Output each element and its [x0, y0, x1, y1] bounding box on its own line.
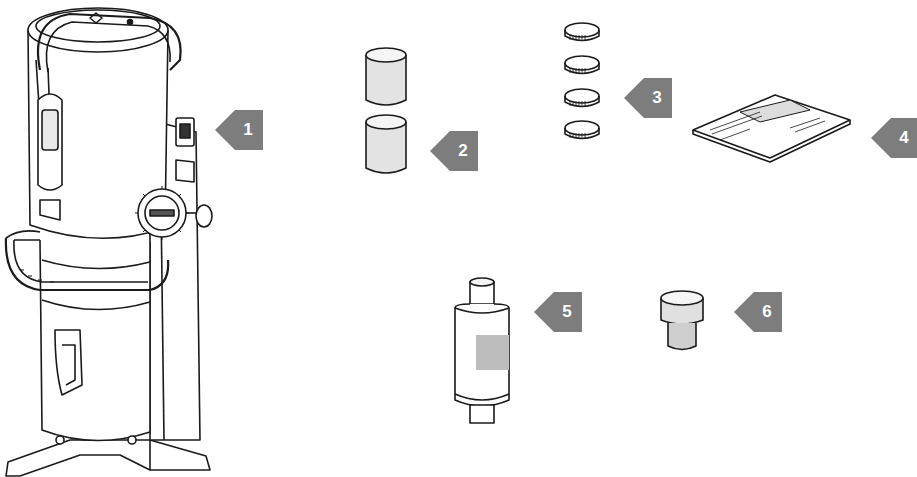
- clamp-screw: [570, 68, 585, 73]
- callout-shape: [430, 131, 478, 171]
- hose-clamps: [565, 23, 599, 139]
- callout-number: 2: [448, 131, 478, 171]
- callout-shape: [534, 292, 582, 332]
- clamp-band: [565, 89, 599, 103]
- callout-arrow: 6: [734, 292, 782, 332]
- callout-number: 1: [233, 110, 263, 150]
- user-manual: [693, 95, 850, 162]
- clamp-screw: [570, 35, 585, 40]
- callout-shape: [871, 118, 917, 158]
- callout-arrow: 2: [430, 131, 478, 171]
- callout-arrow: 5: [534, 292, 582, 332]
- clamp-band: [565, 63, 599, 74]
- callout-shape: [215, 110, 263, 150]
- callout-shape: [534, 292, 582, 332]
- clamp-band: [565, 128, 599, 139]
- muffler: [455, 278, 509, 423]
- callout-number: 4: [889, 118, 917, 158]
- adapter-fitting: [661, 291, 703, 350]
- callout-arrow: 4: [871, 118, 917, 158]
- callout-shape: [871, 118, 917, 158]
- clamp-band: [565, 30, 599, 41]
- callout-number: 5: [552, 292, 582, 332]
- pipe-sleeves: [366, 48, 406, 173]
- clamp-band: [565, 96, 599, 107]
- callout-number: 6: [752, 292, 782, 332]
- callout-shape: [624, 78, 672, 118]
- callout-shape: [215, 110, 263, 150]
- callout-arrow: 1: [215, 110, 263, 150]
- callout-number: 3: [642, 78, 672, 118]
- clamp-band: [565, 23, 599, 37]
- callout-arrow: 3: [624, 78, 672, 118]
- clamp-band: [565, 56, 599, 70]
- clamp-band: [565, 121, 599, 135]
- vacuum-unit: [6, 8, 212, 476]
- callout-shape: [430, 131, 478, 171]
- callout-shape: [734, 292, 782, 332]
- callout-shape: [734, 292, 782, 332]
- clamp-screw: [570, 101, 585, 106]
- clamp-screw: [570, 133, 585, 138]
- callout-shape: [624, 78, 672, 118]
